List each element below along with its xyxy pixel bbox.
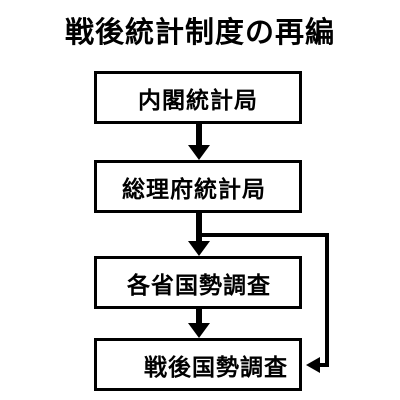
node-pm-office-statistics-bureau: 総理府統計局: [94, 160, 302, 213]
node-postwar-census: 戦後国勢調査: [94, 338, 302, 391]
node-cabinet-statistics-bureau: 内閣統計局: [94, 71, 302, 124]
arrow-1-to-2: [188, 124, 210, 160]
diagram-title: 戦後統計制度の再編: [64, 15, 335, 49]
arrow-2-to-3: [188, 213, 210, 256]
arrow-3-to-4: [188, 309, 210, 338]
node-prefectural-census: 各省国勢調査: [94, 256, 302, 309]
